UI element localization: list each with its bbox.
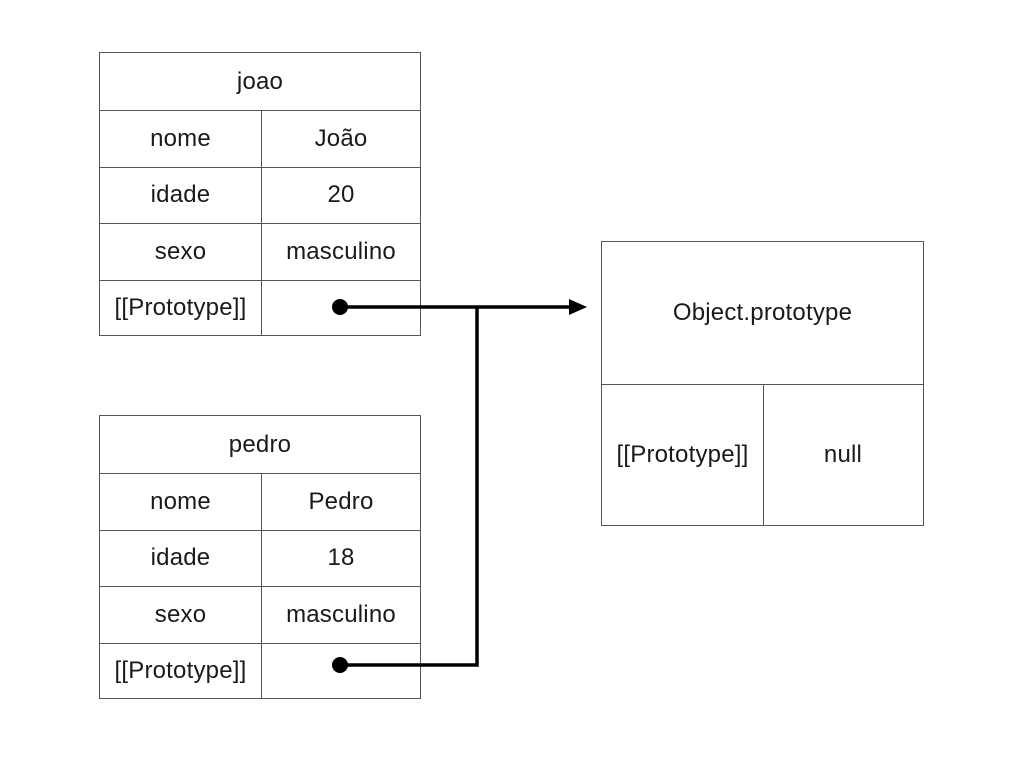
pedro-value-sexo: masculino [286, 600, 396, 628]
joao-value-prototype [261, 280, 421, 336]
pedro-value-nome: Pedro [308, 487, 374, 515]
pedro-value-idade: 18 [327, 544, 355, 571]
pedro-key-idade: idade [150, 544, 211, 571]
object-prototype-title: Object.prototype [672, 299, 853, 326]
joao-title: joao [236, 67, 284, 95]
joao-object-box: joao nome João idade 20 sexo masculino [… [99, 52, 421, 336]
pedro-value-prototype [261, 643, 421, 699]
pedro-title: pedro [228, 430, 292, 458]
joao-value-nome: João [314, 124, 368, 152]
pedro-object-box: pedro nome Pedro idade 18 sexo masculino… [99, 415, 421, 699]
object-prototype-value-null: null [823, 440, 863, 468]
joao-key-idade: idade [150, 181, 211, 208]
object-prototype-box: Object.prototype [[Prototype]] null [601, 241, 924, 526]
pedro-key-prototype: [[Prototype]] [114, 657, 247, 684]
pedro-key-nome: nome [150, 487, 211, 515]
joao-value-sexo: masculino [286, 237, 396, 265]
arrowhead-icon [569, 299, 587, 315]
object-prototype-key-prototype: [[Prototype]] [616, 440, 749, 468]
joao-key-prototype: [[Prototype]] [114, 294, 247, 321]
joao-key-sexo: sexo [154, 237, 207, 265]
joao-value-idade: 20 [327, 181, 355, 208]
pedro-key-sexo: sexo [154, 600, 207, 628]
joao-key-nome: nome [150, 124, 211, 152]
